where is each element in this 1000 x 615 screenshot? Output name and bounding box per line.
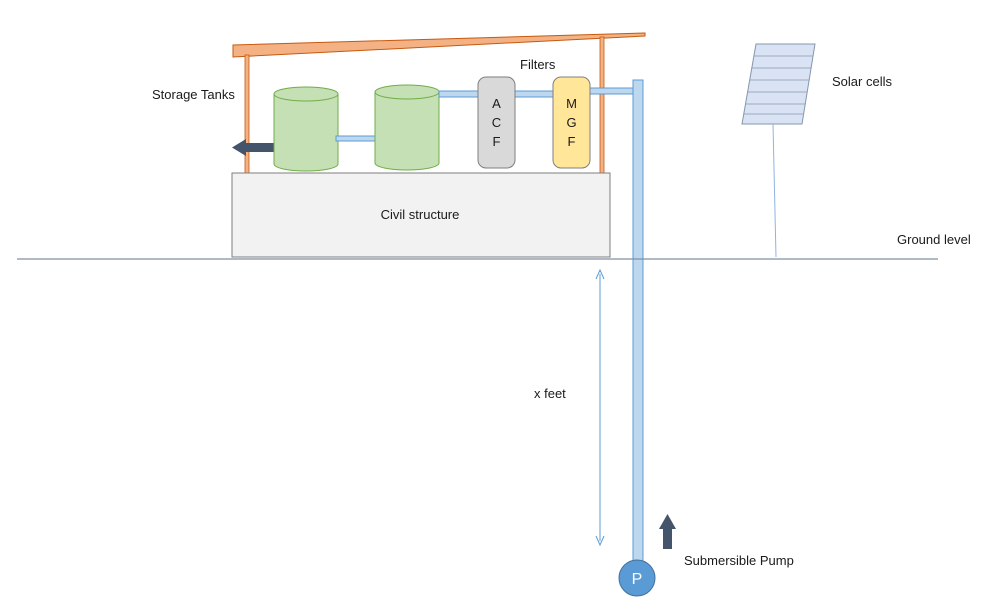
acf-filter	[477, 76, 516, 169]
roof	[232, 32, 646, 58]
tank-connector-pipe	[335, 135, 379, 142]
civil-structure	[231, 172, 611, 258]
filters-label: Filters	[520, 57, 556, 72]
depth-label: x feet	[534, 386, 566, 401]
civil-structure-label: Civil structure	[381, 207, 460, 222]
storage-tanks-label: Storage Tanks	[152, 87, 235, 102]
solar-cells-label: Solar cells	[832, 74, 892, 89]
pump-letter: P	[632, 571, 643, 588]
submersible-pump-label: Submersible Pump	[684, 553, 794, 568]
pipe-tank-to-acf	[438, 90, 480, 98]
mgf-letter-3: F	[568, 134, 576, 149]
solar-panel-pole	[772, 123, 777, 258]
roof-post-right	[599, 36, 605, 174]
mgf-filter	[552, 76, 591, 169]
pipe-mgf-to-well	[588, 87, 636, 95]
mgf-letter-2: G	[566, 115, 576, 130]
depth-dimension-arrow	[595, 268, 605, 547]
roof-post-left	[244, 54, 250, 176]
mgf-letter-1: M	[566, 96, 577, 111]
acf-letter-3: F	[493, 134, 501, 149]
storage-tank-1	[273, 86, 339, 172]
storage-tank-2	[374, 84, 440, 171]
solar-panel	[741, 43, 816, 125]
ground-level-label: Ground level	[897, 232, 971, 247]
well-pipe	[632, 79, 644, 571]
acf-letter-1: A	[492, 96, 501, 111]
pipe-acf-to-mgf	[514, 90, 556, 98]
submersible-pump	[618, 559, 656, 597]
outflow-arrow	[232, 139, 274, 156]
flow-up-arrow	[659, 514, 676, 549]
acf-letter-2: C	[492, 115, 501, 130]
